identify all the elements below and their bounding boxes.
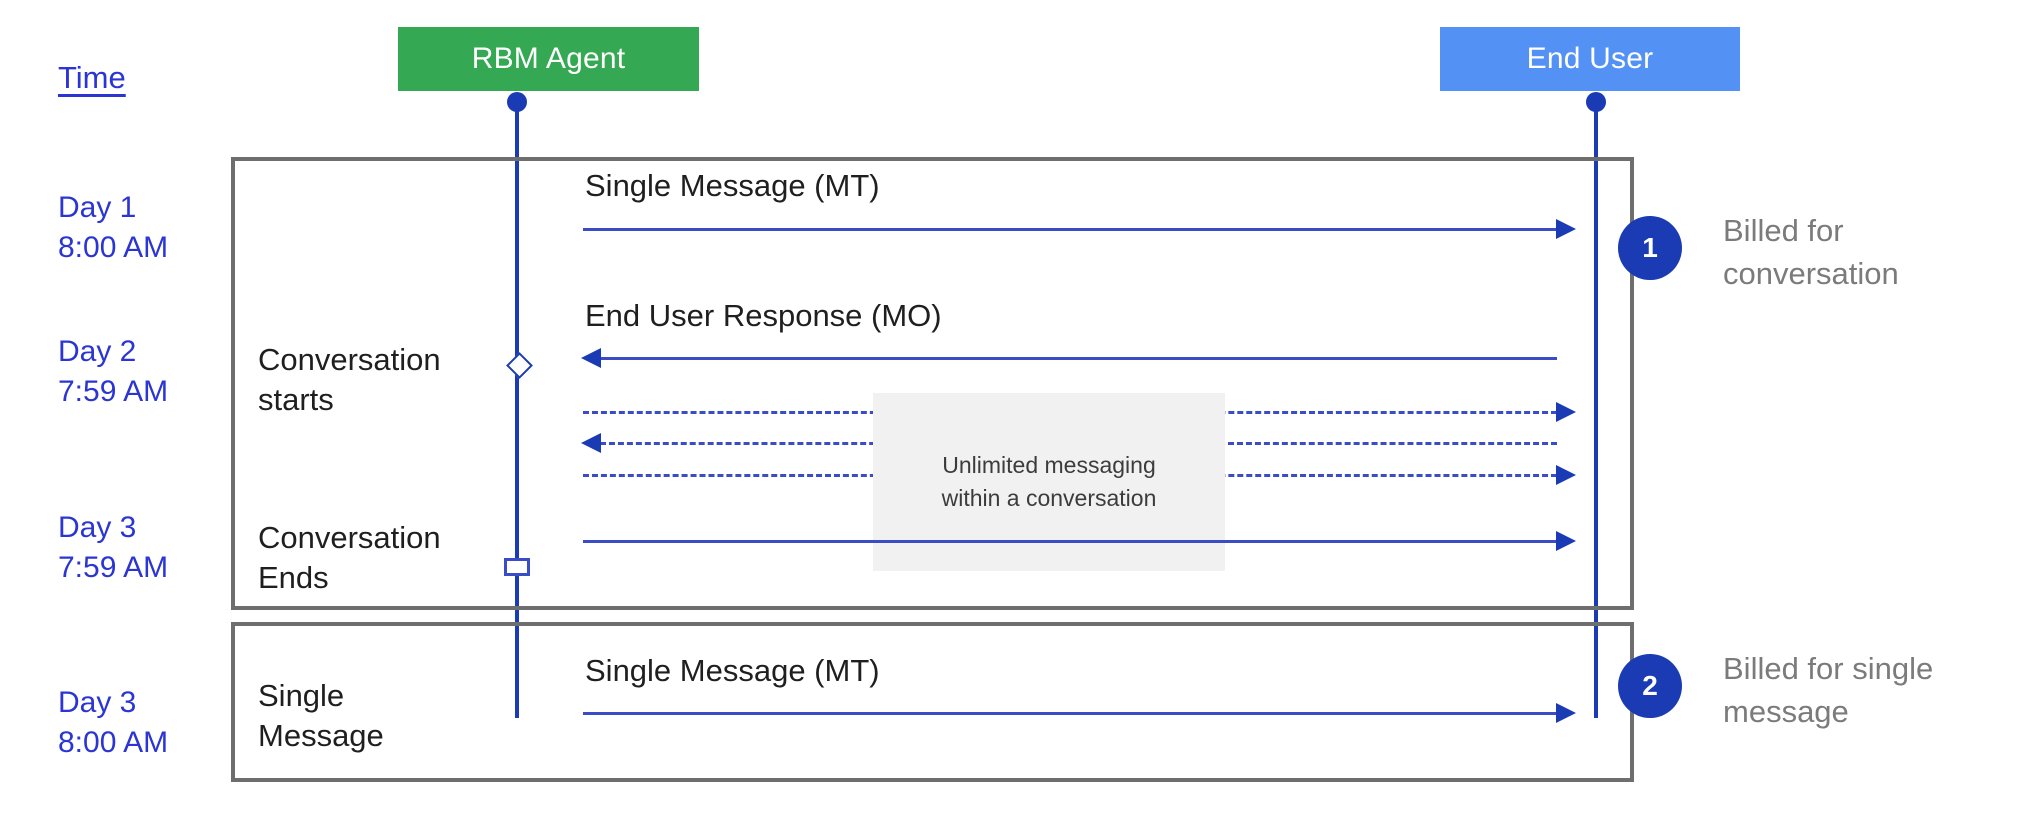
lifeline-rbm-agent-lower [515, 596, 519, 718]
stage-label-conversation-ends: Conversation Ends [258, 520, 441, 596]
arrowhead-right-single-message-mt-bottom [1556, 703, 1576, 723]
arrowhead-left-end-user-response-mo [581, 348, 601, 368]
billing-badge-1[interactable]: 1 [1618, 216, 1682, 280]
billing-callout-text-2: Billed for single message [1723, 651, 1934, 729]
time-column-header: Time [58, 60, 126, 95]
time-label-day3-759am: Day 3 7:59 AM [58, 511, 169, 584]
lifeline-end-user-lower [1594, 596, 1598, 718]
arrowhead-right-conversation-end [1556, 531, 1576, 551]
arrowhead-right-dashed-1 [1556, 402, 1576, 422]
billing-badge-1-number: 1 [1642, 232, 1658, 263]
message-label-single-message-mt-bottom: Single Message (MT) [585, 653, 880, 688]
actor-label-end-user: End User [1526, 42, 1654, 75]
stage-label-conversation-starts: Conversation starts [258, 342, 441, 418]
message-label-single-message-mt-top: Single Message (MT) [585, 168, 880, 203]
lifeline-end-user-upper [1594, 100, 1598, 620]
time-label-day3-8am: Day 3 8:00 AM [58, 686, 169, 759]
frame-single-message [231, 622, 1634, 782]
message-arrow-single-message-mt-top [583, 228, 1557, 231]
message-arrow-solid-right-conversation-end [583, 540, 1557, 543]
message-label-end-user-response-mo: End User Response (MO) [585, 298, 942, 333]
frame-conversation [231, 157, 1634, 610]
actor-box-end-user[interactable]: End User [1440, 27, 1740, 91]
actor-box-rbm-agent[interactable]: RBM Agent [398, 27, 699, 91]
message-arrow-end-user-response-mo [600, 357, 1557, 360]
billing-badge-2-number: 2 [1642, 670, 1658, 701]
actor-label-rbm-agent: RBM Agent [471, 42, 626, 75]
billing-badge-2[interactable]: 2 [1618, 654, 1682, 718]
note-text-unlimited-messaging: Unlimited messaging within a conversatio… [941, 451, 1157, 511]
marker-conversation-end-stop [504, 558, 530, 576]
arrowhead-right-single-message-mt-top [1556, 219, 1576, 239]
note-box-unlimited-messaging: Unlimited messaging within a conversatio… [873, 393, 1225, 571]
arrowhead-right-dashed-2 [1556, 465, 1576, 485]
time-label-day2-759am: Day 2 7:59 AM [58, 335, 169, 408]
message-arrow-single-message-mt-bottom [583, 712, 1557, 715]
stage-label-single-message: Single Message [258, 678, 384, 754]
time-label-day1-8am: Day 1 8:00 AM [58, 191, 169, 264]
billing-callout-text-1: Billed for conversation [1723, 213, 1899, 291]
arrowhead-left-dashed-1 [581, 433, 601, 453]
